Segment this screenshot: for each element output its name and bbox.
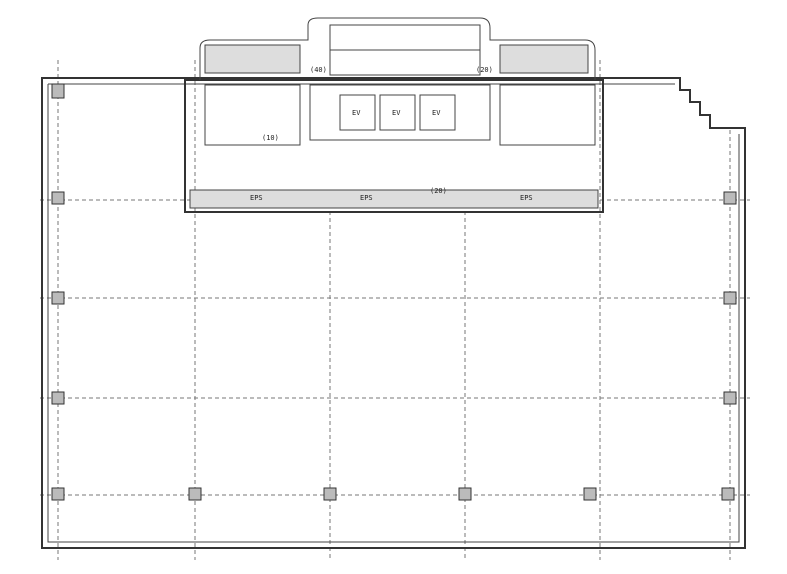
capacity-label-left-top: (40) [310,66,327,74]
restroom-right [499,84,596,146]
ev-label-1: EV [352,109,361,117]
eps-label-left: EPS [250,194,263,202]
elevator-1 [339,94,376,131]
stairs [329,24,481,76]
ev-label-3: EV [432,109,441,117]
core [184,17,604,213]
columns [51,83,737,501]
exterior-wall [41,77,746,549]
eps-label-center: EPS [360,194,373,202]
elevator-3 [419,94,456,131]
elevator-2 [379,94,416,131]
capacity-label-center: (20) [430,187,447,195]
capacity-label-right-top: (20) [476,66,493,74]
eps-label-right: EPS [520,194,533,202]
restroom-left [204,84,301,146]
capacity-label-left-wc: (10) [262,134,279,142]
ev-label-2: EV [392,109,401,117]
column-grid [40,60,750,560]
